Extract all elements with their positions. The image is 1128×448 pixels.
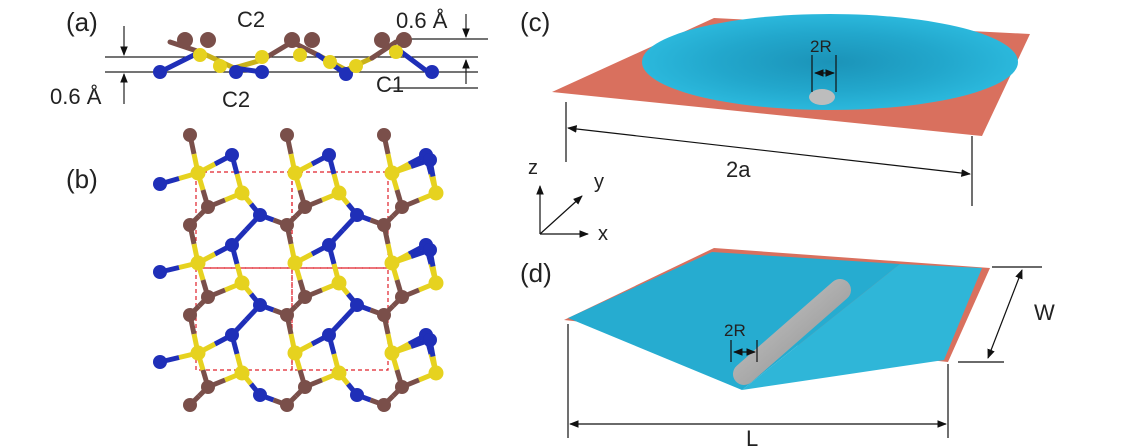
axis-label-z: z xyxy=(528,157,538,179)
lattice-atom xyxy=(153,265,167,279)
lattice-atom xyxy=(280,308,294,322)
lattice-atom xyxy=(183,218,197,232)
lattice-atom xyxy=(183,398,197,412)
lattice-atom xyxy=(280,398,294,412)
lattice-atom xyxy=(153,355,167,369)
radius-label-d: 2R xyxy=(724,321,746,340)
folded-sheet-right xyxy=(742,264,982,390)
lattice-atom xyxy=(350,388,364,402)
lattice-atom xyxy=(234,275,250,291)
panel-c-label: (c) xyxy=(520,7,550,37)
atom-label-c2-top: C2 xyxy=(237,7,265,32)
dim-label-top: 0.6 Å xyxy=(396,8,448,33)
panel-d: (d) 2R L W xyxy=(520,248,1055,448)
lattice-atom xyxy=(331,185,347,201)
lattice-atom xyxy=(350,298,364,312)
lattice-atom xyxy=(322,238,336,252)
lattice-atom xyxy=(384,255,400,271)
lattice-atom xyxy=(190,345,206,361)
lattice-atom xyxy=(225,328,239,342)
lattice-atom xyxy=(190,255,206,271)
lattice-atom xyxy=(395,290,409,304)
atom-label-c2-bottom: C2 xyxy=(222,87,250,112)
lattice-atom xyxy=(183,308,197,322)
length-label-l: L xyxy=(746,426,758,448)
lattice-atom xyxy=(377,128,391,142)
top-view-lattice xyxy=(153,128,444,412)
lattice-atom xyxy=(331,275,347,291)
indenter-tip xyxy=(809,89,835,105)
panel-b-label: (b) xyxy=(66,164,98,194)
lattice-atom xyxy=(234,185,250,201)
y-axis xyxy=(539,195,583,235)
lattice-atom xyxy=(395,200,409,214)
width-label-2a: 2a xyxy=(726,157,751,182)
lattice-atom xyxy=(201,290,215,304)
lattice-atom xyxy=(253,388,267,402)
lattice-atom xyxy=(287,165,303,181)
panel-a: (a) xyxy=(50,7,488,112)
lattice-atom xyxy=(253,298,267,312)
side-view-atoms xyxy=(153,32,439,81)
panel-c: (c) 2R 2a z y x xyxy=(520,7,1030,245)
axis-label-x: x xyxy=(598,223,608,245)
lattice-atom xyxy=(428,185,444,201)
lattice-atom xyxy=(350,208,364,222)
cylindrical-indenter xyxy=(733,279,851,385)
lattice-atom xyxy=(377,308,391,322)
lattice-atom xyxy=(183,128,197,142)
lattice-atom xyxy=(377,218,391,232)
panel-d-label: (d) xyxy=(520,258,552,288)
axis-label-y: y xyxy=(594,171,604,193)
lattice-atom xyxy=(331,365,347,381)
lattice-atom xyxy=(280,218,294,232)
dim-label-left: 0.6 Å xyxy=(50,84,102,109)
lattice-atom xyxy=(423,153,437,167)
width-arrow xyxy=(567,125,971,177)
lattice-atom xyxy=(322,148,336,162)
lattice-atom xyxy=(423,333,437,347)
lattice-atom xyxy=(384,345,400,361)
lattice-atom xyxy=(287,255,303,271)
lattice-atom xyxy=(280,128,294,142)
width-label-w: W xyxy=(1034,300,1055,325)
lattice-atom xyxy=(428,365,444,381)
lattice-atom xyxy=(190,165,206,181)
lattice-atom xyxy=(298,290,312,304)
radius-label-c: 2R xyxy=(810,37,832,56)
panel-a-label: (a) xyxy=(66,7,98,37)
lattice-atom xyxy=(298,380,312,394)
width-arrow-d xyxy=(987,269,1023,359)
lattice-atom xyxy=(423,243,437,257)
folded-sheet-left xyxy=(568,252,900,390)
lattice-atom xyxy=(298,200,312,214)
lattice-atom xyxy=(384,165,400,181)
lattice-atom xyxy=(377,398,391,412)
lattice-atom xyxy=(428,275,444,291)
lattice-atom xyxy=(234,365,250,381)
panel-b: (b) xyxy=(66,128,444,412)
lattice-atom xyxy=(225,238,239,252)
lattice-atom xyxy=(287,345,303,361)
lattice-atom xyxy=(322,328,336,342)
lattice-atom xyxy=(201,200,215,214)
lattice-atom xyxy=(225,148,239,162)
lattice-atom xyxy=(395,380,409,394)
indented-region xyxy=(642,14,1018,110)
lattice-atom xyxy=(201,380,215,394)
lattice-atom xyxy=(253,208,267,222)
atom-label-c1: C1 xyxy=(376,72,404,97)
lattice-atom xyxy=(153,177,167,191)
